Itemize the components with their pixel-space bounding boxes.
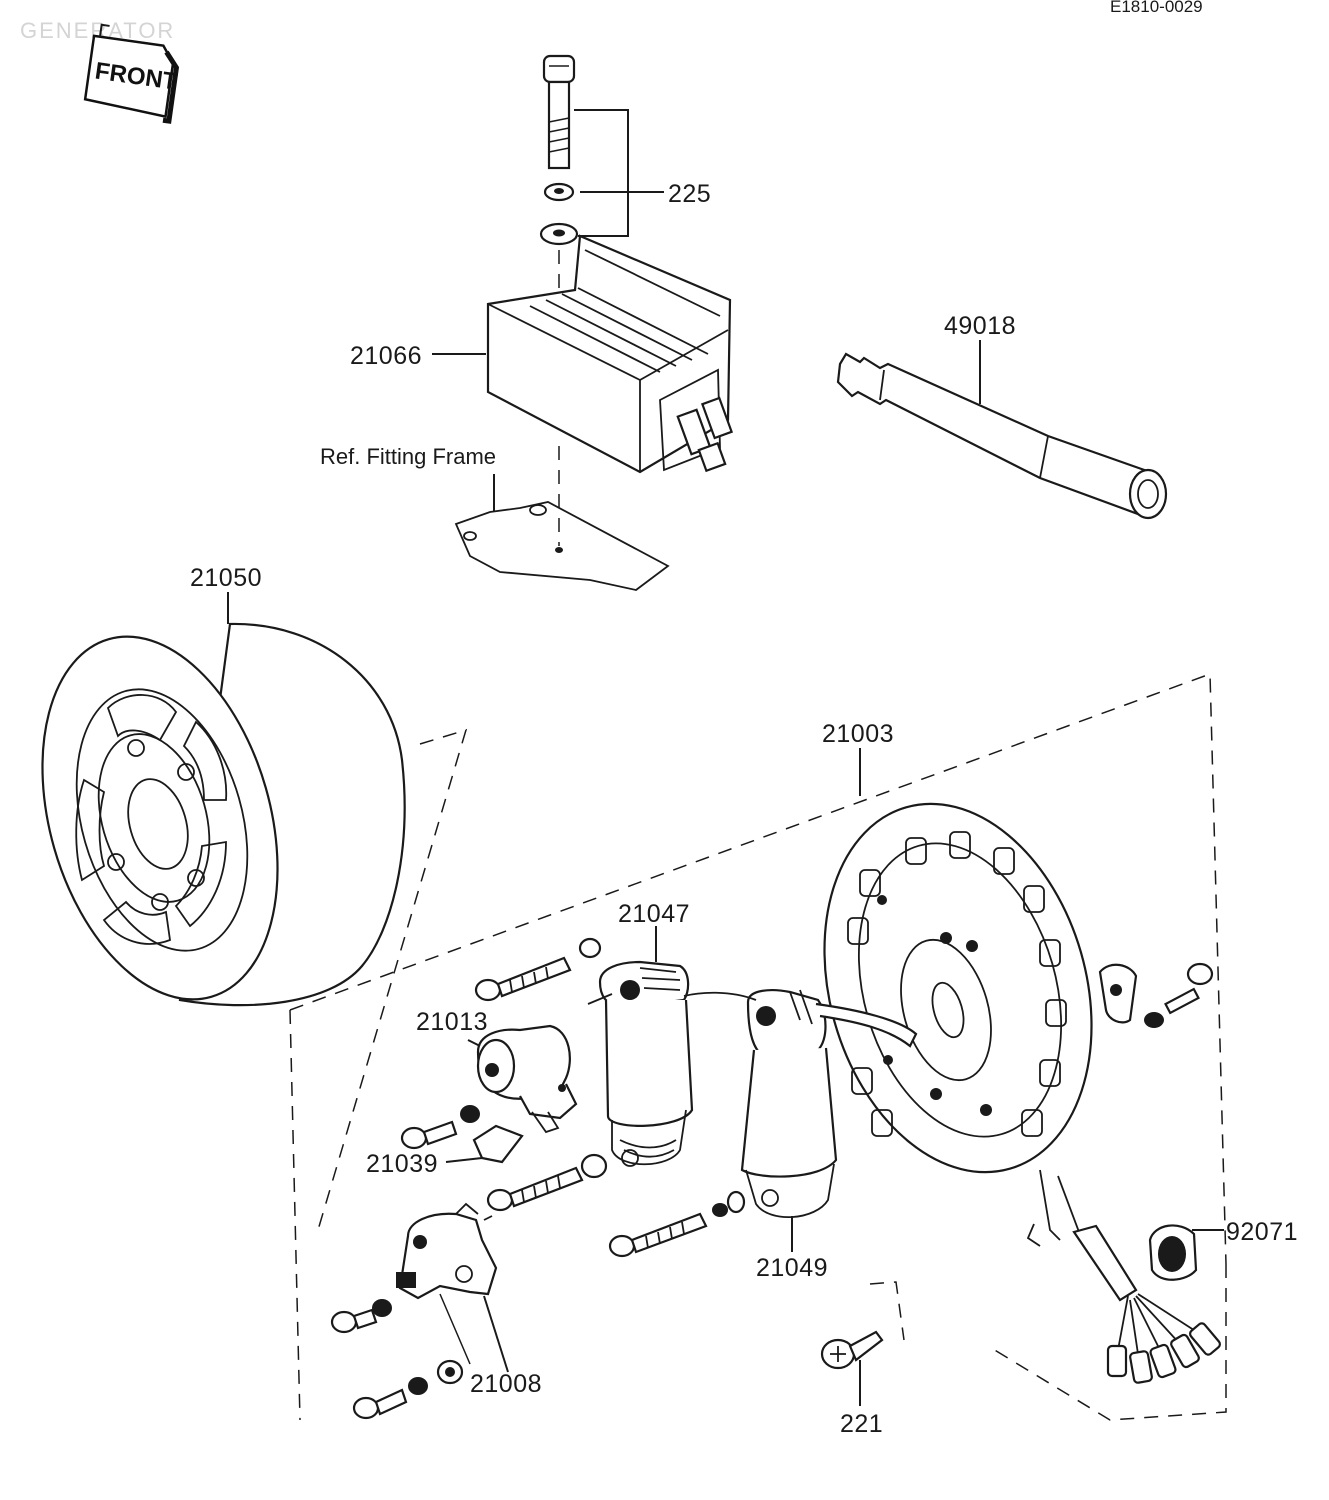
assembly-boundary-side	[289, 1009, 301, 1421]
coil-screw-lower	[608, 1190, 746, 1258]
callout-label-225: 225	[668, 180, 711, 208]
insulator-plate	[472, 1124, 524, 1164]
breaker-screw-lower	[352, 1359, 464, 1420]
wire-harness	[1026, 1169, 1222, 1384]
mounting-bolt	[542, 54, 576, 170]
callout-label-21013: 21013	[416, 1008, 488, 1036]
callout-label-49018: 49018	[944, 312, 1016, 340]
flat-washer	[539, 222, 579, 246]
callout-label-21066: 21066	[350, 342, 422, 370]
drawing-code: E1810-0029	[1110, 0, 1203, 16]
breaker-screw-upper	[330, 1299, 392, 1334]
coil-screw-middle	[486, 1153, 608, 1212]
coil-screw-upper	[474, 937, 602, 1002]
flywheel-rotor	[41, 622, 406, 1007]
phillips-screw	[820, 1330, 884, 1370]
assembly-boundary-bottom	[987, 1264, 1227, 1421]
assembly-boundary-top	[289, 672, 1227, 1265]
callout-line-21039	[445, 1157, 483, 1163]
callout-label-92071: 92071	[1226, 1218, 1298, 1246]
charging-coil-upper	[587, 960, 694, 1167]
callout-line-21008	[483, 1295, 509, 1373]
stator-plate	[823, 802, 1093, 1174]
grommet	[1148, 1224, 1198, 1281]
rotor-puller-tool	[836, 352, 1168, 520]
callout-label-21049: 21049	[756, 1254, 828, 1282]
wire-clamp	[1098, 962, 1214, 1028]
rectifier-regulator	[486, 234, 734, 474]
ref-fitting-frame-note: Ref. Fitting Frame	[320, 444, 496, 469]
callout-label-21047: 21047	[618, 900, 690, 928]
front-badge: FRONT	[83, 23, 179, 124]
contact-breaker	[396, 1202, 498, 1300]
charging-coil-lower	[683, 989, 918, 1218]
callout-label-221: 221	[840, 1410, 883, 1438]
callout-label-21008: 21008	[470, 1370, 542, 1398]
callout-bracket-225	[574, 109, 629, 237]
breaker-leader	[439, 1293, 471, 1365]
assembly-boundary-left	[317, 728, 468, 1231]
callout-label-21003: 21003	[822, 720, 894, 748]
callout-label-21039: 21039	[366, 1150, 438, 1178]
fitting-frame	[454, 501, 670, 591]
condenser	[476, 1024, 578, 1134]
condenser-screw	[400, 1105, 480, 1150]
lock-washer	[543, 182, 575, 202]
callout-label-21050: 21050	[190, 564, 262, 592]
screw-boundary	[869, 1281, 905, 1341]
